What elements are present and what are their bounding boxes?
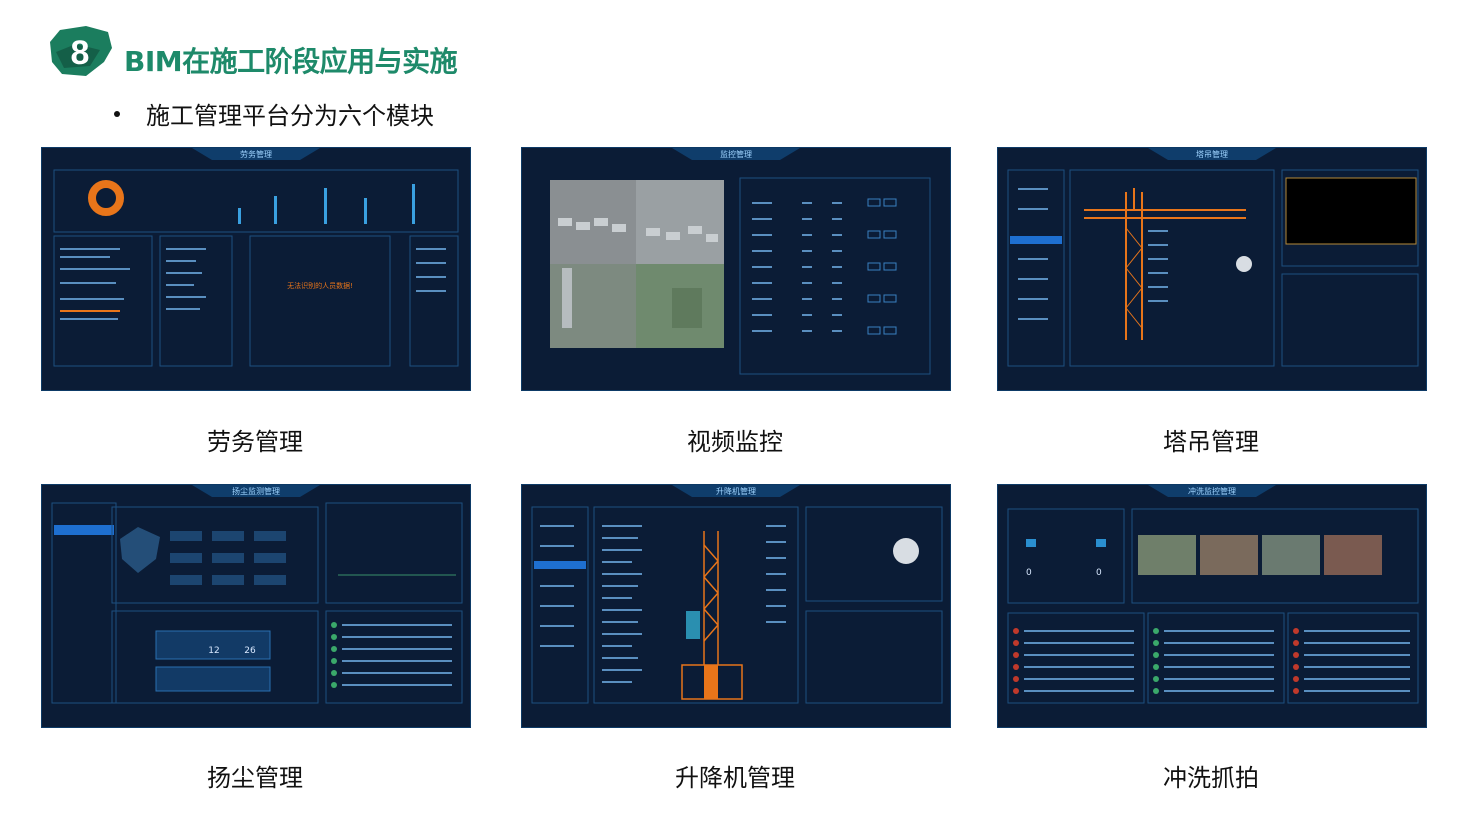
- panel-header: 监控管理: [720, 149, 752, 159]
- dust-value-2: 26: [244, 646, 256, 656]
- module-panel-video: 监控管理: [521, 147, 951, 391]
- bullet-text: 施工管理平台分为六个模块: [146, 102, 434, 130]
- caption-video: 视频监控: [687, 428, 783, 456]
- module-panel-tower-crane: 塔吊管理: [997, 147, 1427, 391]
- washing-count-2: 0: [1096, 568, 1102, 578]
- module-panel-washing: 冲洗监控管理 0 0: [997, 484, 1427, 728]
- caption-washing: 冲洗抓拍: [1163, 764, 1259, 792]
- panel-header: 扬尘监测管理: [232, 486, 280, 496]
- caption-tower-crane: 塔吊管理: [1163, 428, 1259, 456]
- slide-title: BIM在施工阶段应用与实施: [124, 45, 458, 78]
- caption-labor: 劳务管理: [207, 428, 303, 456]
- dust-value-1: 12: [208, 646, 219, 656]
- module-panel-elevator: 升降机管理: [521, 484, 951, 728]
- panel-header: 塔吊管理: [1196, 149, 1228, 159]
- caption-elevator: 升降机管理: [675, 764, 795, 792]
- slide-number-badge: 8: [46, 22, 116, 82]
- module-panel-labor: 劳务管理 无法识别的人员数据!: [41, 147, 471, 391]
- module-panel-dust: 扬尘监测管理 12 26: [41, 484, 471, 728]
- bullet-dot: [114, 111, 120, 117]
- panel-notice: 无法识别的人员数据!: [287, 281, 353, 290]
- panel-header: 升降机管理: [716, 486, 756, 496]
- panel-header: 劳务管理: [240, 149, 272, 159]
- panel-header: 冲洗监控管理: [1188, 486, 1236, 496]
- washing-count-1: 0: [1026, 568, 1032, 578]
- caption-dust: 扬尘管理: [207, 764, 303, 792]
- slide-number: 8: [71, 34, 90, 72]
- bullet-point: 施工管理平台分为六个模块: [114, 96, 434, 131]
